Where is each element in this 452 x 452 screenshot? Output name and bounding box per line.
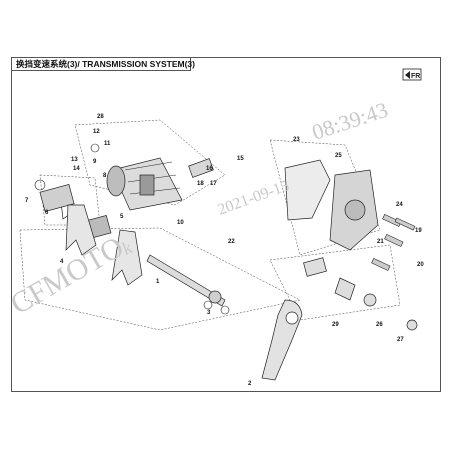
callout-label: 19 (415, 228, 422, 234)
bolts (371, 213, 416, 271)
washers (34, 143, 230, 315)
callout-label: 25 (335, 153, 342, 159)
callout-label: 20 (417, 262, 424, 268)
callout-label: 14 (73, 166, 80, 172)
callout-label: 18 (197, 181, 204, 187)
callout-label: 15 (237, 156, 244, 162)
shift-drum (106, 157, 183, 211)
shift-shaft (146, 254, 226, 307)
callout-label: 7 (25, 198, 29, 204)
callout-label: 9 (93, 159, 97, 165)
fr-direction-icon: FR (402, 68, 422, 81)
callout-labels: 2812111314981516171810232524192120225413… (25, 114, 424, 387)
shift-forks (65, 204, 143, 286)
callout-label: 16 (206, 166, 213, 172)
callout-label: 22 (228, 239, 235, 245)
callout-label: 4 (60, 259, 64, 265)
fr-label: FR (411, 73, 420, 80)
callout-label: 11 (104, 141, 111, 147)
diagram-title: 换挡变速系统(3)/ TRANSMISSION SYSTEM(3) (16, 59, 195, 69)
callout-label: 24 (396, 202, 403, 208)
shift-arm (261, 299, 303, 381)
springs (39, 158, 214, 239)
callout-label: 26 (376, 322, 383, 328)
callout-label: 29 (332, 322, 339, 328)
callout-label: 1 (156, 279, 160, 285)
watermark-date: 2021-09-15 (216, 177, 292, 219)
callout-label: 3 (207, 310, 211, 316)
callout-label: 17 (210, 181, 217, 187)
callout-label: 10 (177, 220, 184, 226)
callout-label: 12 (93, 129, 100, 135)
title-box (11, 57, 191, 71)
callout-label: 8 (103, 173, 107, 179)
callout-label: 27 (397, 337, 404, 343)
callout-label: 5 (120, 214, 124, 220)
callout-label: 28 (97, 114, 104, 120)
diagram-frame (11, 57, 441, 392)
callout-label: 6 (45, 210, 49, 216)
callout-label: 23 (293, 137, 300, 143)
callout-label: 13 (71, 157, 78, 163)
callout-label: 2 (248, 381, 252, 387)
callout-label: 21 (377, 239, 384, 245)
gear-cover (284, 159, 379, 251)
lower-linkage (303, 257, 418, 331)
watermark-time: 08:39:43 (309, 97, 391, 145)
